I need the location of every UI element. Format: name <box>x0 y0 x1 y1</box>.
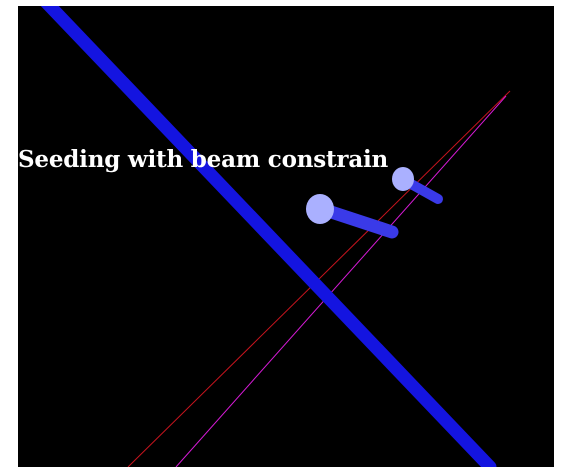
event-display-scene <box>40 6 511 467</box>
seed-sphere-2 <box>392 167 414 191</box>
magenta-track-line <box>175 95 507 467</box>
seed-tube-1 <box>315 202 399 239</box>
beam-tube <box>40 6 497 467</box>
display-caption: Seeding with beam constrain <box>18 146 389 173</box>
seed-sphere-1 <box>306 194 334 224</box>
event-display-viewport: Seeding with beam constrain <box>18 6 554 467</box>
